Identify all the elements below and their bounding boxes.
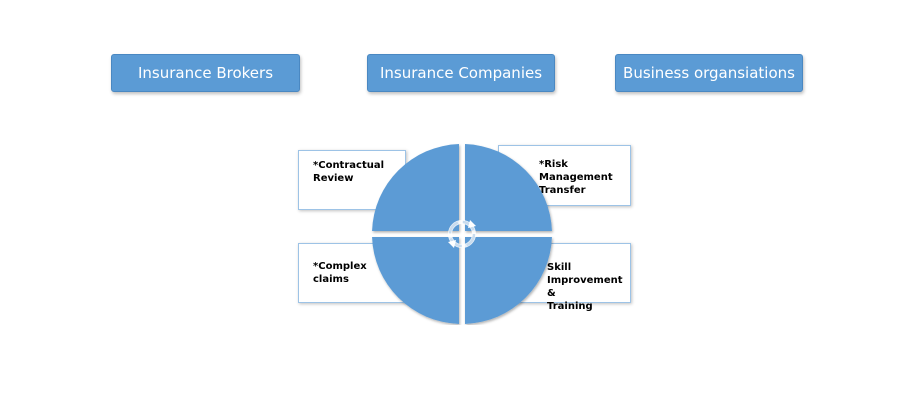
cycle-arrows-icon	[448, 220, 476, 248]
insurance-brokers-box: Insurance Brokers	[111, 54, 300, 92]
quadrant-top-left	[372, 144, 459, 231]
cycle-quadrant-diagram	[372, 144, 552, 324]
business-organisations-box: Business organsiations	[615, 54, 803, 92]
complex-claims-label: *Complex claims	[313, 261, 367, 285]
risk-management-transfer-label: *Risk Management Transfer	[539, 159, 613, 196]
quadrant-top-right	[465, 144, 552, 231]
contractual-review-note: *Contractual Review	[298, 150, 406, 210]
insurance-companies-box: Insurance Companies	[367, 54, 555, 92]
quadrant-bottom-left	[372, 237, 459, 324]
contractual-review-label: *Contractual Review	[313, 160, 385, 184]
quadrant-bottom-right	[465, 237, 552, 324]
skill-improvement-label: Skill Improvement & Training	[547, 262, 623, 312]
